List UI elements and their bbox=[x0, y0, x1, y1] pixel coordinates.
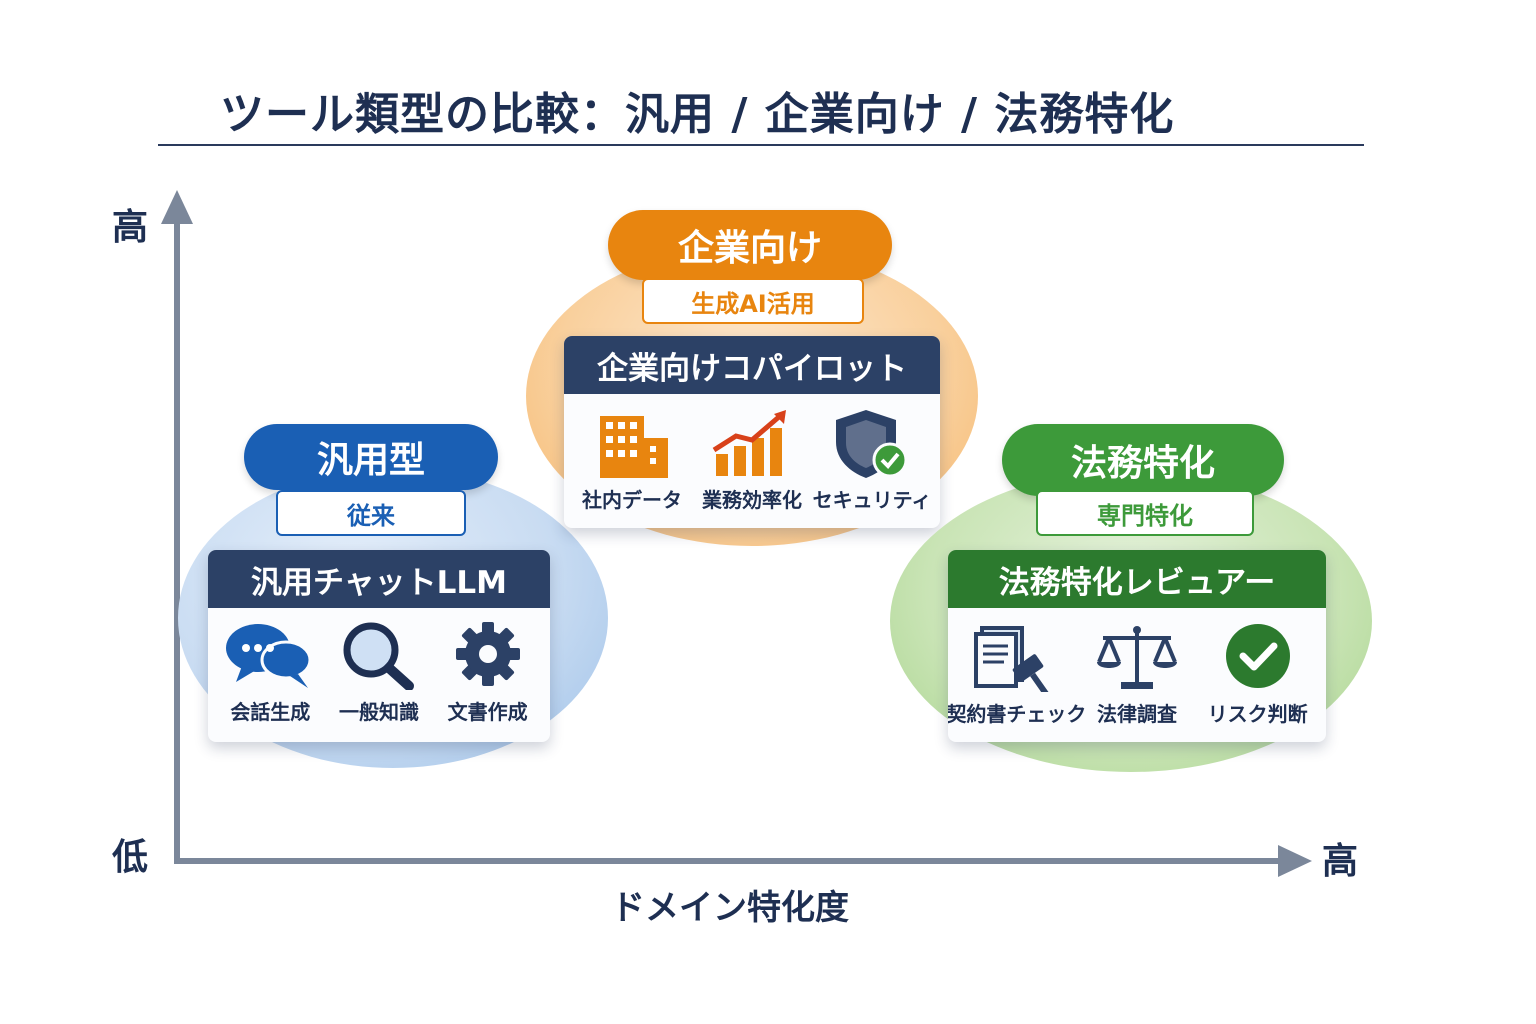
document-gavel-icon bbox=[974, 626, 1051, 692]
feature-label: 文書作成 bbox=[447, 700, 528, 724]
feature-label: セキュリティ bbox=[812, 488, 932, 512]
feature-item: 文書作成 bbox=[434, 620, 542, 725]
y-axis-arrowhead bbox=[161, 190, 193, 224]
feature-item: 会話生成 bbox=[217, 620, 325, 725]
title-underline bbox=[158, 144, 1364, 146]
x-axis-title: ドメイン特化度 bbox=[611, 888, 849, 928]
feature-label: 社内データ bbox=[581, 488, 682, 512]
legal-card-title: 法務特化レビュアー bbox=[948, 550, 1326, 608]
chat-bubbles-icon bbox=[226, 624, 312, 688]
legal-tag: 専門特化 bbox=[1036, 490, 1254, 536]
feature-label: 契約書チェック bbox=[948, 702, 1087, 726]
feature-item: セキュリティ bbox=[812, 408, 932, 513]
enterprise-tag: 生成AI活用 bbox=[642, 278, 864, 324]
enterprise-card-title: 企業向けコパイロット bbox=[564, 336, 940, 394]
general-tag: 従来 bbox=[276, 490, 466, 536]
feature-item: 契約書チェック bbox=[948, 622, 1086, 727]
feature-item: 法律調査 bbox=[1077, 622, 1196, 727]
magnifier-icon bbox=[343, 622, 414, 690]
feature-item: 一般知識 bbox=[325, 620, 433, 725]
office-building-icon bbox=[599, 416, 668, 478]
general-group-name: 汎用型 bbox=[244, 424, 498, 490]
growth-chart-icon bbox=[712, 410, 786, 476]
feature-label: 法律調査 bbox=[1096, 702, 1177, 726]
origin-low-label: 低 bbox=[112, 837, 149, 878]
shield-check-icon bbox=[835, 410, 908, 478]
scales-icon bbox=[1096, 626, 1177, 689]
feature-label: 業務効率化 bbox=[701, 488, 802, 512]
general-card-title: 汎用チャットLLM bbox=[208, 550, 550, 608]
feature-label: 一般知識 bbox=[338, 700, 419, 724]
feature-label: リスク判断 bbox=[1207, 702, 1308, 726]
feature-label: 会話生成 bbox=[230, 700, 311, 724]
check-circle-icon bbox=[1225, 624, 1290, 688]
feature-item: リスク判断 bbox=[1198, 622, 1317, 727]
page-title: ツール類型の比較：汎用 / 企業向け / 法務特化 bbox=[220, 89, 1175, 140]
feature-item: 社内データ bbox=[573, 408, 692, 513]
enterprise-group-name: 企業向け bbox=[608, 210, 892, 280]
legal-group-name: 法務特化 bbox=[1002, 424, 1284, 496]
general-card: 汎用チャットLLM 会話生成 一般知識 bbox=[208, 550, 550, 742]
feature-item: 業務効率化 bbox=[693, 408, 812, 513]
x-axis-arrowhead bbox=[1278, 845, 1312, 877]
enterprise-card: 企業向けコパイロット 社内データ bbox=[564, 336, 940, 528]
y-axis-high-label: 高 bbox=[112, 207, 149, 248]
x-axis-high-label: 高 bbox=[1322, 841, 1359, 882]
gear-icon bbox=[455, 622, 520, 686]
legal-card: 法務特化レビュアー 契約書チェック bbox=[948, 550, 1326, 742]
